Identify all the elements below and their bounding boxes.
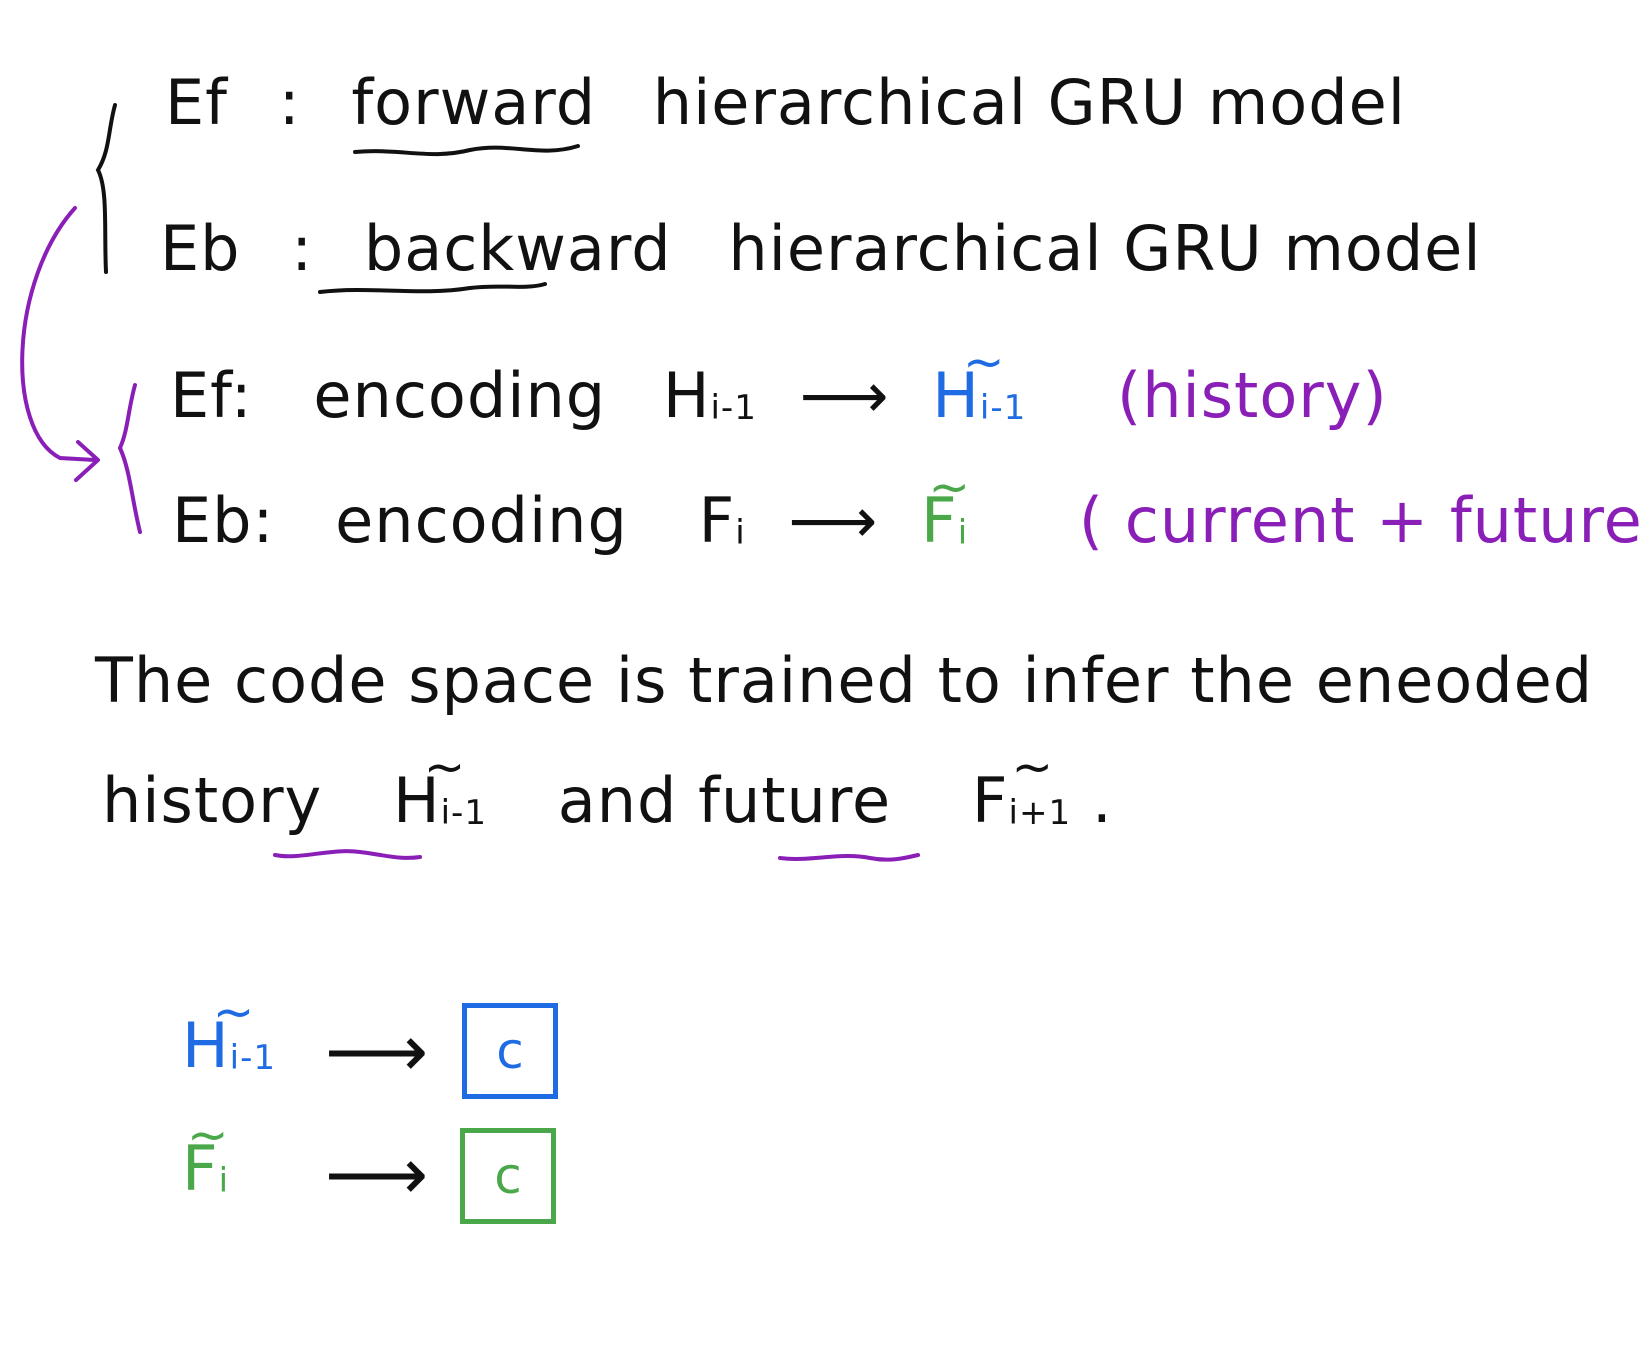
- forward-word: forward: [351, 66, 597, 139]
- arrowhead-icon: [74, 440, 100, 482]
- tilde-mark: ~: [186, 1105, 230, 1164]
- sentence-line-2: history ~Hi-1 and future ~Fi+1 .: [102, 737, 1113, 837]
- curved-arrow-icon: [20, 206, 97, 462]
- brace-top-group: [95, 103, 117, 274]
- future-input: Fi: [698, 484, 746, 557]
- underline-future-symbol: [778, 853, 920, 862]
- current-future-note: ( current + future): [1078, 484, 1647, 557]
- ef-separator: :: [278, 66, 301, 139]
- eb-separator: :: [291, 212, 314, 285]
- tilde-mark: ~: [212, 982, 256, 1041]
- ef-encoding-verb: encoding: [313, 359, 607, 432]
- sentence-line-1: The code space is trained to infer the e…: [95, 644, 1594, 717]
- line-ef-encoding: Ef: encoding Hi-1 ⟶ ~Hi-1 (history): [170, 332, 1388, 432]
- history-word: history: [102, 764, 323, 837]
- tilde-mark: ~: [928, 457, 972, 516]
- brace-bottom-group: [117, 383, 142, 534]
- mapping-history-symbol: ~Hi-1: [182, 982, 277, 1082]
- arrow-icon: ⟶: [325, 1009, 430, 1093]
- eb-encoding-label: Eb:: [172, 484, 275, 557]
- ef-description: hierarchical GRU model: [652, 66, 1406, 139]
- mapping-future-symbol: ~Fi: [182, 1105, 230, 1205]
- future-symbol: ~Fi+1: [971, 737, 1072, 837]
- underline-forward: [353, 144, 580, 157]
- line-ef-definition: Ef : forward hierarchical GRU model: [165, 72, 1406, 134]
- underline-history-symbol: [273, 849, 422, 860]
- encoded-future: ~Fi: [921, 457, 972, 557]
- code-box-history: c: [462, 1003, 558, 1099]
- tilde-mark: ~: [962, 332, 1006, 391]
- line-eb-definition: Eb : backward hierarchical GRU model: [160, 218, 1482, 280]
- tilde-mark: ~: [423, 737, 467, 796]
- arrow-icon: ⟶: [799, 359, 890, 432]
- arrow-icon: ⟶: [788, 484, 879, 557]
- period: .: [1091, 764, 1113, 837]
- underline-backward: [318, 282, 547, 294]
- eb-description: hierarchical GRU model: [728, 212, 1482, 285]
- line-eb-encoding: Eb: encoding Fi ⟶ ~Fi ( current + future…: [172, 457, 1647, 557]
- arrow-icon: ⟶: [325, 1132, 430, 1216]
- backward-word: backward: [363, 212, 672, 285]
- ef-label: Ef: [165, 66, 229, 139]
- and-future-words: and future: [557, 764, 892, 837]
- eb-encoding-verb: encoding: [335, 484, 628, 557]
- encoded-history: ~Hi-1: [932, 332, 1027, 432]
- tilde-mark: ~: [1011, 737, 1055, 796]
- code-box-future: c: [460, 1128, 556, 1224]
- eb-label: Eb: [160, 212, 241, 285]
- history-note: (history): [1117, 359, 1388, 432]
- history-symbol: ~Hi-1: [392, 737, 488, 837]
- ef-encoding-label: Ef:: [170, 359, 253, 432]
- history-input: Hi-1: [662, 359, 757, 432]
